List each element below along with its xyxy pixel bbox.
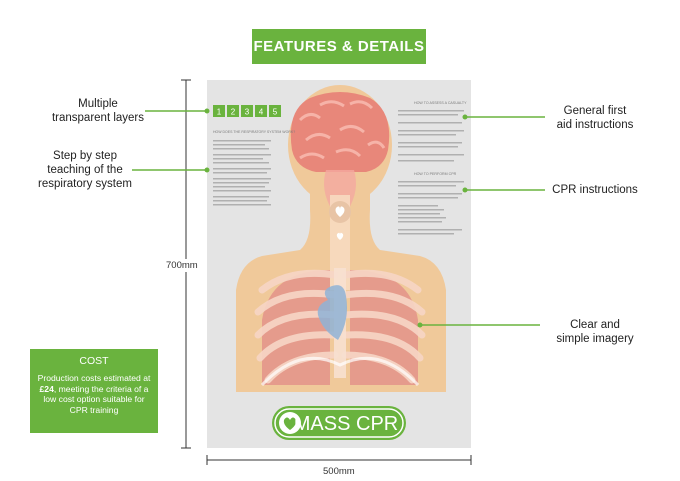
- annotation-cpr: CPR instructions: [552, 184, 638, 196]
- logo-text: MASS CPR: [294, 413, 398, 435]
- cost-text-suffix: , meeting the criteria of a low cost opt…: [43, 383, 149, 415]
- annotation-steps: Step by step teaching of the respiratory…: [35, 149, 135, 191]
- annotation-connectors: [132, 110, 545, 326]
- cost-box: COST Production costs estimated at £24, …: [30, 349, 158, 433]
- annotation-first-aid-line1: General first: [563, 105, 627, 117]
- height-dimension-label: 700mm: [166, 259, 198, 272]
- annotation-steps-line1: Step by step: [53, 150, 117, 162]
- casualty-text-block: HOW TO ASSESS A CASUALTY: [398, 101, 467, 162]
- trachea-illustration: [329, 195, 351, 290]
- width-dimension-label: 500mm: [323, 466, 355, 477]
- layer-number-boxes: 1 2 3 4 5: [213, 105, 281, 117]
- cpr-heading: HOW TO PERFORM CPR: [414, 172, 457, 176]
- casualty-heading: HOW TO ASSESS A CASUALTY: [414, 101, 467, 105]
- annotation-layers-line2: transparent layers: [51, 112, 145, 124]
- width-dimension-line: [206, 455, 472, 465]
- annotation-imagery-line1: Clear and: [570, 319, 620, 331]
- annotation-steps-line2: teaching of the: [47, 164, 123, 176]
- annotation-layers: Multiple transparent layers: [48, 97, 148, 125]
- annotation-imagery-line2: simple imagery: [556, 333, 634, 345]
- lungs-illustration: [254, 268, 426, 387]
- layer-number-3: 3: [245, 108, 250, 117]
- layer-number-2: 2: [231, 108, 236, 117]
- annotation-imagery: Clear and simple imagery: [540, 318, 650, 346]
- annotation-steps-line3: respiratory system: [38, 178, 132, 190]
- features-details-title: FEATURES & DETAILS: [252, 29, 426, 64]
- layer-number-4: 4: [259, 108, 264, 117]
- cost-text-prefix: Production costs estimated at: [37, 373, 151, 383]
- annotation-first-aid: General first aid instructions: [540, 104, 650, 132]
- layer-number-5: 5: [273, 108, 278, 117]
- layer-number-1: 1: [217, 108, 222, 117]
- cost-amount: £24: [39, 383, 54, 394]
- respiratory-text-block: HOW DOES THE RESPIRATORY SYSTEM WORK?: [213, 130, 295, 206]
- annotation-first-aid-line2: aid instructions: [556, 119, 634, 131]
- mass-cpr-logo: MASS CPR: [272, 406, 406, 440]
- cost-description: Production costs estimated at £24, meeti…: [30, 373, 158, 415]
- cost-title: COST: [79, 355, 109, 367]
- annotation-layers-line1: Multiple: [78, 98, 118, 110]
- respiratory-heading: HOW DOES THE RESPIRATORY SYSTEM WORK?: [213, 130, 295, 134]
- cpr-text-block: HOW TO PERFORM CPR: [398, 172, 464, 235]
